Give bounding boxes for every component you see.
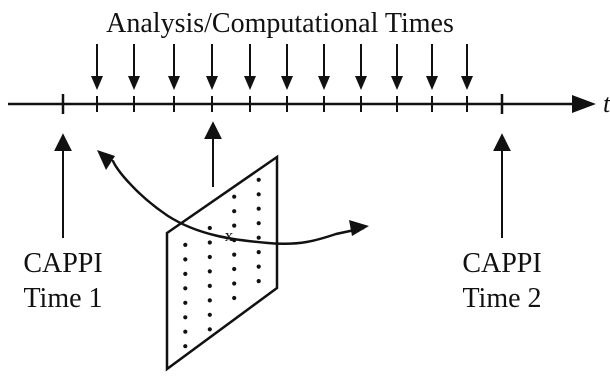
time-axis-arrowhead — [572, 95, 596, 113]
trajectory-start-arrowhead — [97, 150, 115, 170]
grid-point — [256, 279, 261, 284]
diagram-title: Analysis/Computational Times — [106, 8, 454, 39]
analysis-time-arrowhead-5 — [244, 76, 256, 90]
analysis-time-arrowhead-10 — [426, 76, 438, 90]
analysis-time-arrowhead-7 — [318, 76, 330, 90]
analysis-time-arrowhead-4 — [206, 76, 218, 90]
cappi-time1-label-line2: Time 1 — [23, 283, 102, 314]
grid-point — [232, 252, 237, 257]
grid-point — [207, 312, 212, 317]
analysis-time-arrowhead-3 — [168, 76, 180, 90]
analysis-time-arrowhead-6 — [281, 76, 293, 90]
grid-point — [256, 250, 261, 255]
grid-point — [207, 298, 212, 303]
cappi-time2-label-line2: Time 2 — [462, 283, 541, 314]
trajectory-curve — [111, 159, 365, 246]
grid-point — [207, 283, 212, 288]
trajectory-end-arrowhead — [349, 220, 369, 236]
cappi-time1-label-line1: CAPPI — [23, 248, 102, 279]
grid-point — [183, 344, 188, 349]
grid-point — [232, 295, 237, 301]
grid-point — [232, 281, 237, 286]
grid-point — [207, 225, 212, 231]
grid-point — [256, 221, 261, 226]
grid-point — [183, 257, 188, 262]
grid-point — [183, 242, 188, 247]
grid-point — [207, 254, 212, 260]
grid-point — [232, 223, 237, 228]
grid-point — [256, 192, 261, 197]
grid-point — [232, 194, 237, 199]
grid-point — [183, 315, 188, 320]
grid-point — [183, 329, 188, 334]
analysis-plane — [165, 154, 279, 372]
grid-point — [207, 269, 212, 274]
grid-point — [183, 271, 188, 276]
analysis-time-arrowhead-2 — [128, 76, 140, 90]
grid-point — [232, 266, 237, 272]
point-marker: x — [225, 226, 234, 245]
analysis-time-arrowhead-11 — [461, 76, 473, 90]
grid-point — [232, 209, 237, 214]
grid-point — [256, 177, 261, 182]
grid-point — [183, 300, 188, 305]
grid-point — [256, 235, 261, 240]
grid-point — [256, 264, 261, 269]
cappi-time2-label-line1: CAPPI — [462, 248, 541, 279]
time-axis-label: t — [603, 89, 610, 118]
grid-point — [183, 286, 188, 291]
analysis-time-arrowhead-9 — [391, 76, 403, 90]
grid-point — [256, 206, 261, 211]
grid-point — [207, 327, 212, 332]
analysis-time-arrowhead-8 — [355, 76, 367, 90]
grid-points — [183, 177, 261, 349]
analysis-time-arrowhead-1 — [91, 76, 103, 90]
analysis-time-arrows — [91, 44, 473, 112]
grid-point — [207, 240, 212, 245]
